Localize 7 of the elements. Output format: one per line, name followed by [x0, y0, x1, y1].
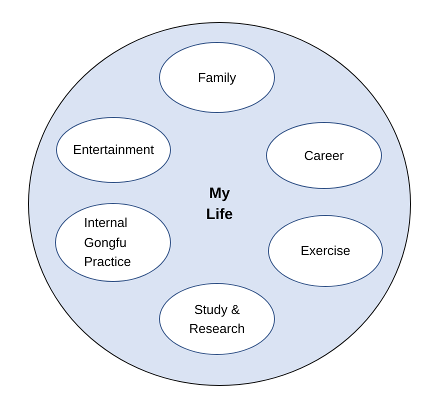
- node-label: Internal Gongfu Practice: [84, 214, 132, 272]
- node-label: Family: [196, 68, 238, 87]
- node-label: Exercise: [300, 242, 352, 260]
- node-label: Study & Research: [188, 300, 246, 338]
- center-title: My Life: [205, 184, 234, 225]
- node-label: Entertainment: [72, 141, 155, 160]
- node-label: Career: [303, 146, 345, 165]
